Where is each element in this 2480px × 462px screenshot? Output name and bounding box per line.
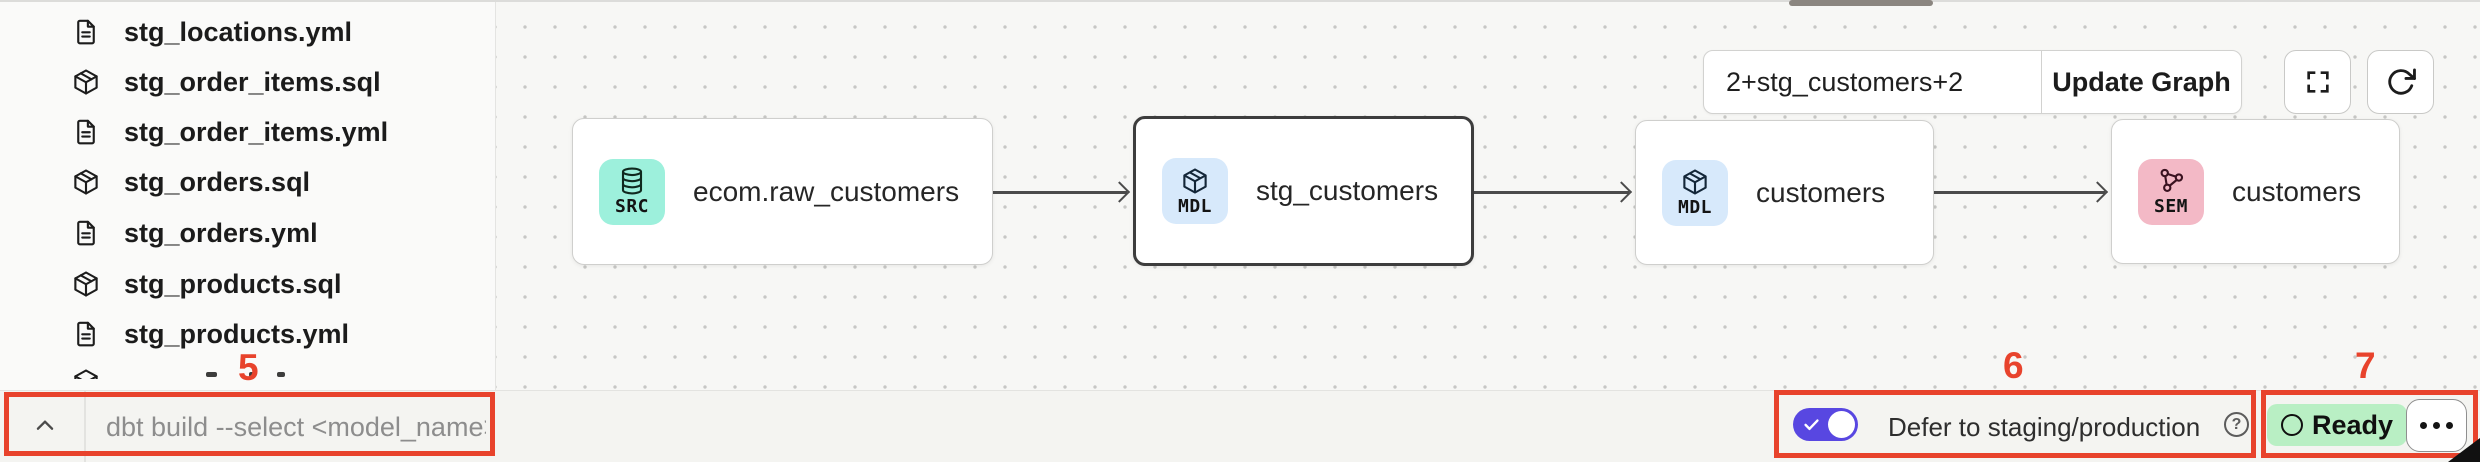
clipped-text-fragment: [249, 372, 255, 377]
file-name: stg_order_items.yml: [124, 116, 389, 147]
file-name: stg_products.yml: [124, 318, 350, 349]
file-item-partial[interactable]: [0, 364, 495, 379]
check-icon: [1802, 415, 1821, 434]
toggle-knob: [1828, 411, 1855, 438]
edge-stg-customers-to-customers: [1474, 181, 1633, 203]
yml-file-icon: [70, 217, 102, 249]
fullscreen-icon: [2302, 66, 2334, 98]
semantic-badge: SEM: [2138, 158, 2204, 225]
badge-label: MDL: [1677, 197, 1712, 218]
defer-toggle[interactable]: [1793, 408, 1858, 441]
fullscreen-button[interactable]: [2284, 50, 2351, 114]
file-item-stg-products-sql[interactable]: stg_products.sql: [0, 261, 495, 307]
badge-label: SEM: [2153, 196, 2188, 217]
node-label: stg_customers: [1256, 175, 1439, 206]
update-graph-button[interactable]: Update Graph: [2042, 51, 2241, 113]
file-item-stg-orders-sql[interactable]: stg_orders.sql: [0, 159, 495, 205]
collapse-panel-button[interactable]: [22, 403, 68, 449]
file-name: stg_orders.sql: [124, 166, 311, 197]
badge-label: SRC: [614, 196, 649, 217]
yml-file-icon: [70, 116, 102, 148]
annotation-number-6: 6: [2003, 345, 2024, 386]
cube-icon: [1680, 167, 1710, 197]
yml-file-icon: [70, 318, 102, 350]
node-label: customers: [2232, 175, 2362, 207]
yml-file-icon: [70, 16, 102, 48]
file-item-stg-orders-yml[interactable]: stg_orders.yml: [0, 210, 495, 256]
ready-label: Ready: [2312, 409, 2394, 440]
model-badge: MDL: [1662, 159, 1728, 226]
file-tree: stg_locations.yml stg_order_items.sql st…: [0, 2, 496, 390]
cube-icon: [1180, 166, 1210, 196]
clipped-text-fragment: [277, 372, 285, 377]
dbt-command-input[interactable]: [104, 403, 488, 451]
status-circle-icon: [2281, 414, 2303, 436]
horizontal-scrollbar[interactable]: [1789, 0, 1933, 6]
cube-model-icon: [70, 268, 102, 300]
file-name: stg_orders.yml: [124, 217, 318, 248]
cube-model-icon: [70, 66, 102, 98]
node-model-customers[interactable]: MDL customers: [1635, 120, 1934, 265]
selector-input[interactable]: [1704, 51, 2042, 113]
edge-customers-to-semantic: [1934, 181, 2109, 203]
node-label: ecom.raw_customers: [693, 175, 960, 207]
source-badge: SRC: [599, 158, 665, 225]
edge-source-to-stg-customers: [993, 181, 1131, 203]
file-name: stg_products.sql: [124, 268, 342, 299]
file-item-stg-order-items-yml[interactable]: stg_order_items.yml: [0, 109, 495, 155]
node-source-ecom-raw-customers[interactable]: SRC ecom.raw_customers: [572, 118, 993, 265]
database-icon: [617, 166, 647, 196]
file-name: stg_locations.yml: [124, 16, 353, 47]
semantic-network-icon: [2156, 166, 2186, 196]
top-border: [0, 0, 2480, 2]
file-item-stg-products-yml[interactable]: stg_products.yml: [0, 311, 495, 357]
annotation-number-7: 7: [2355, 345, 2376, 386]
ready-status-badge[interactable]: Ready: [2267, 404, 2408, 446]
file-name: stg_order_items.sql: [124, 66, 381, 97]
badge-label: MDL: [1177, 195, 1212, 217]
annotation-number-5: 5: [238, 347, 259, 388]
file-item-stg-locations-yml[interactable]: stg_locations.yml: [0, 9, 495, 55]
chevron-up-icon: [32, 413, 58, 439]
node-semantic-customers[interactable]: SEM customers: [2111, 119, 2400, 264]
clipped-text-fragment: [206, 372, 217, 377]
cube-model-icon: [70, 166, 102, 198]
more-options-icon: [2420, 422, 2453, 429]
more-options-button[interactable]: [2406, 399, 2467, 452]
node-label: customers: [1756, 176, 1886, 208]
help-icon[interactable]: ?: [2224, 412, 2249, 437]
defer-label: Defer to staging/production: [1888, 411, 2201, 442]
file-item-stg-order-items-sql[interactable]: stg_order_items.sql: [0, 59, 495, 105]
refresh-icon: [2384, 65, 2418, 99]
divider: [84, 391, 86, 462]
status-bar: Defer to staging/production ? Ready: [0, 390, 2480, 462]
cube-model-icon: [70, 366, 102, 379]
model-badge: MDL: [1162, 158, 1228, 224]
node-model-stg-customers[interactable]: MDL stg_customers: [1133, 116, 1474, 266]
graph-selector-group: Update Graph: [1703, 50, 2242, 114]
refresh-button[interactable]: [2367, 50, 2434, 114]
